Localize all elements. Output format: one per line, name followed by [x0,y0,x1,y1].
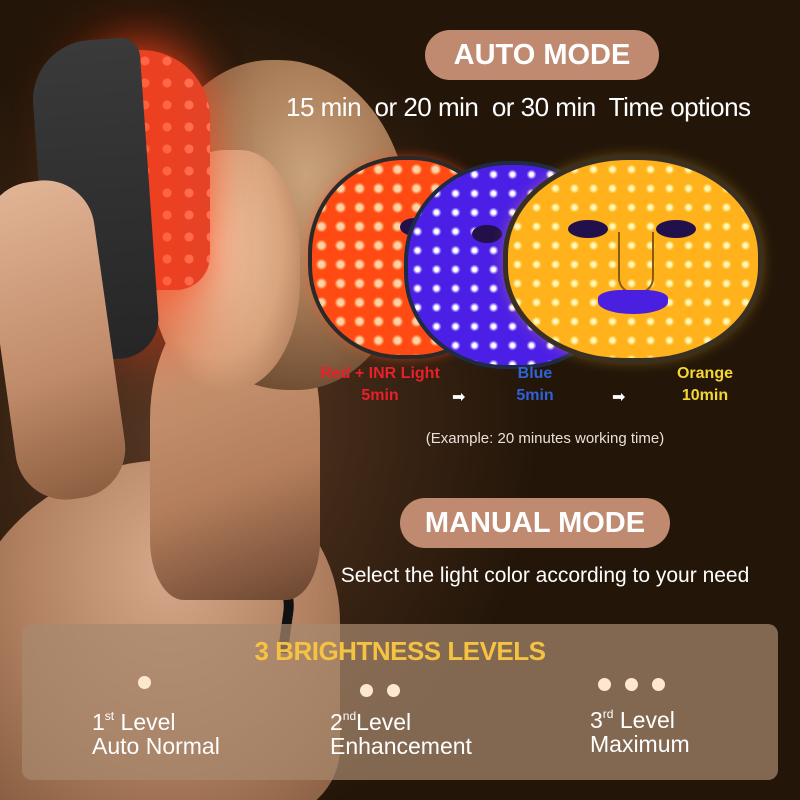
level-name: Maximum [590,731,690,757]
sequence-step-orange: Orange 10min [660,363,750,407]
level-word: Level [619,707,675,733]
example-note: (Example: 20 minutes working time) [425,430,665,447]
time-options-text: 15 min or 20 min or 30 min Time options [286,92,751,122]
step-color-label: Red + INR Light [320,365,440,382]
brightness-dot-icon [625,678,638,691]
arrow-right-icon: ➡ [452,389,466,406]
step-duration: 5min [516,387,554,404]
level-word: Level [120,709,176,735]
level-1-label: 1st Level Auto Normal [92,709,220,759]
mask-nose-outline [618,232,654,294]
level-number: 2 [330,709,343,735]
level-3-label: 3rd Level Maximum [590,707,690,757]
level-name: Auto Normal [92,733,220,759]
brightness-dot-icon [652,678,665,691]
mask-eye-hole-left [568,220,608,238]
brightness-levels-panel: 3 BRIGHTNESS LEVELS 1st Level Auto Norma… [22,624,778,780]
step-color-label: Orange [676,365,733,382]
level-number: 3 [590,707,603,733]
mask-mouth-hole [598,290,668,314]
level-name: Enhancement [330,733,472,759]
level-word: Level [356,709,412,735]
step-duration: 10min [681,387,729,404]
brightness-dot-icon [387,684,400,697]
sequence-step-red: Red + INR Light 5min [295,363,465,407]
brightness-dot-icon [138,676,151,689]
brightness-dot-icon [598,678,611,691]
step-duration: 5min [361,387,399,404]
level-3-indicator [598,678,665,691]
sequence-step-blue: Blue 5min [495,363,575,407]
level-2-label: 2ndLevel Enhancement [330,709,472,759]
orange-led-mask-image [508,160,758,358]
level-1-indicator [138,676,151,689]
auto-mode-badge: AUTO MODE [425,30,659,80]
level-ordinal-suffix: nd [342,709,357,723]
brightness-dot-icon [360,684,373,697]
level-2-indicator [360,684,400,697]
manual-mode-badge: MANUAL MODE [400,498,670,548]
brightness-title: 3 BRIGHTNESS LEVELS [254,636,547,666]
mask-eye-hole [472,225,502,243]
level-ordinal-suffix: rd [602,707,614,721]
mask-eye-hole-right [656,220,696,238]
step-color-label: Blue [517,365,553,382]
level-ordinal-suffix: st [104,709,115,723]
manual-mode-description: Select the light color according to your… [340,564,750,587]
level-number: 1 [92,709,105,735]
arrow-right-icon: ➡ [612,389,626,406]
